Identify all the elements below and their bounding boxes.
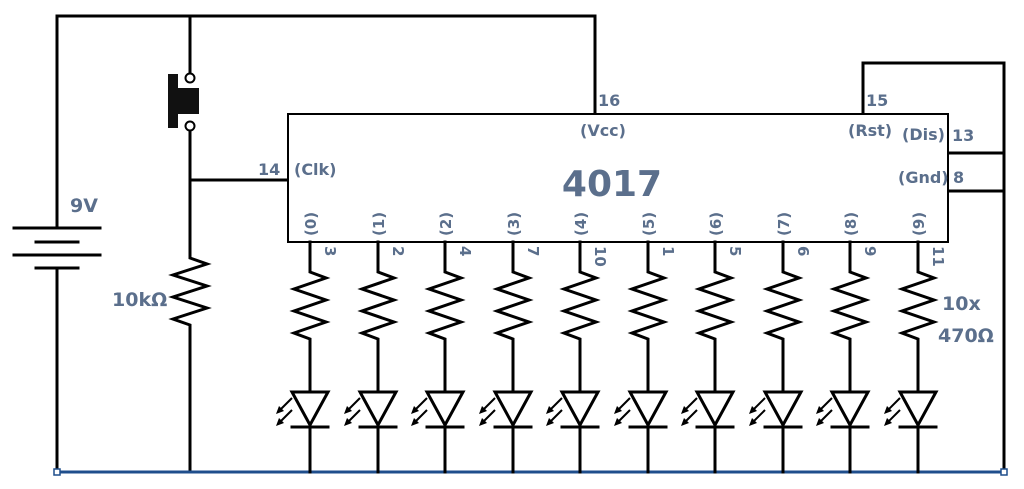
- resistor-icon: [762, 266, 804, 346]
- resistor-icon: [559, 266, 601, 346]
- output-label: (0): [302, 212, 320, 236]
- resistor-icon: [289, 266, 331, 346]
- output-pin-number: 6: [794, 246, 812, 256]
- output-pin-number: 10: [591, 246, 609, 267]
- pulldown-resistor-icon: [168, 251, 212, 333]
- led-resistor-label-1: 10x: [942, 293, 981, 315]
- output-channel: (4)10: [546, 212, 609, 474]
- output-channel: (2)4: [411, 212, 474, 474]
- dis-pin-label: (Dis): [902, 125, 945, 144]
- output-pin-number: 2: [389, 246, 407, 256]
- ic-4017-body: [287, 113, 949, 243]
- output-channel: (0)3: [276, 212, 339, 474]
- rst-pin-number: 15: [866, 91, 888, 110]
- battery-icon: [12, 226, 102, 270]
- output-label: (8): [842, 212, 860, 236]
- resistor-icon: [492, 266, 534, 346]
- output-label: (5): [640, 212, 658, 236]
- dis-pin-number: 13: [952, 126, 974, 145]
- output-channel: (8)9: [816, 212, 879, 474]
- output-label: (2): [437, 212, 455, 236]
- output-channel: (3)7: [479, 212, 542, 474]
- battery-label: 9V: [70, 195, 98, 217]
- pulldown-label: 10kΩ: [112, 289, 167, 311]
- resistor-icon: [357, 266, 399, 346]
- output-channels: (0)3(1)2(2)4(3)7(4)10(5)1(6)5(7)6(8)9(9)…: [276, 212, 947, 474]
- led-icon: [749, 390, 804, 429]
- chip-name: 4017: [562, 164, 662, 205]
- output-pin-number: 7: [524, 246, 542, 256]
- output-pin-number: 3: [321, 246, 339, 256]
- output-pin-number: 9: [861, 246, 879, 256]
- led-icon: [884, 390, 939, 429]
- output-pin-number: 4: [456, 246, 474, 256]
- output-channel: (5)1: [614, 212, 677, 474]
- output-label: (9): [910, 212, 928, 236]
- led-icon: [546, 390, 601, 429]
- pushbutton-icon: [168, 72, 199, 132]
- output-label: (4): [572, 212, 590, 236]
- clk-pin-number: 14: [258, 160, 280, 179]
- led-icon: [816, 390, 871, 429]
- output-label: (3): [505, 212, 523, 236]
- output-label: (6): [707, 212, 725, 236]
- output-label: (7): [775, 212, 793, 236]
- output-channel: (6)5: [681, 212, 744, 474]
- output-pin-number: 11: [929, 246, 947, 267]
- output-pin-number: 5: [726, 246, 744, 256]
- output-pin-number: 1: [659, 246, 677, 256]
- led-icon: [614, 390, 669, 429]
- output-channel: (9)11: [884, 212, 947, 474]
- resistor-icon: [829, 266, 871, 346]
- resistor-icon: [897, 266, 939, 346]
- rst-pin-label: (Rst): [848, 121, 892, 140]
- gnd-pin-label: (Gnd): [898, 168, 949, 187]
- gnd-pin-number: 8: [953, 168, 964, 187]
- vcc-pin-number: 16: [598, 91, 620, 110]
- led-icon: [681, 390, 736, 429]
- led-resistor-label-2: 470Ω: [938, 325, 994, 347]
- output-label: (1): [370, 212, 388, 236]
- vcc-wire: [55, 14, 597, 230]
- led-icon: [411, 390, 466, 429]
- vcc-pin-label: (Vcc): [580, 121, 626, 140]
- led-icon: [479, 390, 534, 429]
- reset-wire: [861, 61, 1006, 474]
- output-channel: (7)6: [749, 212, 812, 474]
- ground-rail-left-handle: [53, 468, 61, 476]
- led-icon: [276, 390, 331, 429]
- resistor-icon: [627, 266, 669, 346]
- resistor-icon: [424, 266, 466, 346]
- output-channel: (1)2: [344, 212, 407, 474]
- clk-pin-label: (Clk): [294, 160, 337, 179]
- led-icon: [344, 390, 399, 429]
- resistor-icon: [694, 266, 736, 346]
- ground-rail-right-handle: [1000, 468, 1008, 476]
